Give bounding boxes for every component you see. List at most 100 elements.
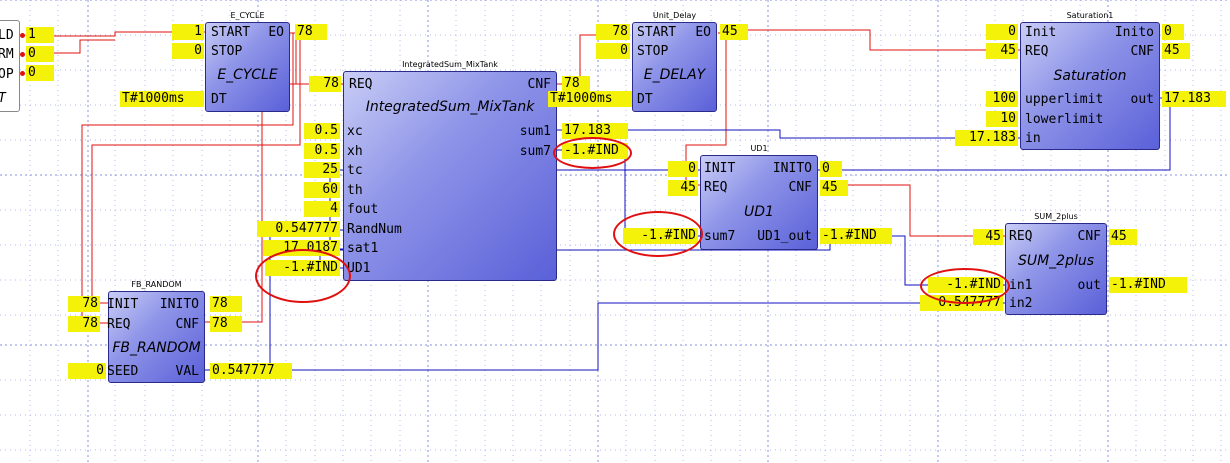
- fb-type-name: Saturation: [1053, 68, 1127, 84]
- pin-out: out: [1130, 92, 1154, 107]
- value-randnum[interactable]: 0.547777: [257, 221, 340, 237]
- fb-type-name: IntegratedSum_MixTank: [365, 99, 535, 115]
- value-in[interactable]: 17.183: [955, 130, 1018, 146]
- pin-req: REQ: [349, 77, 373, 92]
- value-inito[interactable]: 0: [820, 161, 842, 177]
- pin-randnum: RandNum: [347, 222, 402, 237]
- value-stop[interactable]: 0: [172, 43, 204, 59]
- left-stub-block[interactable]: LD RM OP T: [0, 20, 20, 112]
- fb-instance-name: Saturation1: [1066, 11, 1114, 20]
- event-port-dot[interactable]: [20, 71, 25, 76]
- value-stop[interactable]: 0: [596, 43, 630, 59]
- pin-eo: EO: [268, 25, 284, 40]
- value-init[interactable]: 0: [668, 161, 698, 177]
- fb-ud1[interactable]: UD1 INIT INITO REQ CNF UD1 sum7 UD1_out: [700, 144, 818, 250]
- value-start[interactable]: 78: [596, 24, 630, 40]
- pin-ud1: UD1: [347, 261, 371, 276]
- pin-xc: xc: [347, 124, 363, 139]
- fb-instance-name: Unit_Delay: [652, 11, 697, 20]
- pin-th: th: [347, 183, 363, 198]
- pin-inito: Inito: [1114, 25, 1154, 40]
- pin-upperlimit: upperlimit: [1025, 92, 1104, 107]
- value-eo[interactable]: 45: [720, 24, 748, 40]
- value-dt[interactable]: T#1000ms: [120, 91, 204, 107]
- value-out[interactable]: 17.183: [1162, 91, 1226, 107]
- fb-saturation1[interactable]: Saturation1 Init Inito REQ CNF Saturatio…: [1020, 11, 1160, 150]
- stub-value-rm[interactable]: 0: [26, 46, 54, 62]
- fb-type-name: SUM_2plus: [1017, 253, 1095, 269]
- fb-e-cycle[interactable]: E_CYCLE START STOP EO E_CYCLE DT: [205, 11, 290, 112]
- event-port-dot[interactable]: [20, 33, 25, 38]
- value-cnf[interactable]: 45: [1109, 229, 1137, 245]
- pin-cnf: CNF: [788, 180, 812, 195]
- event-port-dot[interactable]: [20, 52, 25, 57]
- value-tc[interactable]: 25: [304, 162, 340, 178]
- pin-ud1-out: UD1_out: [757, 229, 812, 244]
- fb-type-name: UD1: [744, 204, 774, 220]
- annotation-circle-sum2plus-in1: [920, 268, 1010, 304]
- value-lowerlimit[interactable]: 10: [986, 111, 1018, 127]
- value-eo[interactable]: 78: [295, 24, 327, 40]
- value-inito[interactable]: 78: [210, 296, 242, 312]
- value-cnf[interactable]: 78: [210, 316, 242, 332]
- pin-dt: DT: [637, 92, 653, 107]
- value-dt[interactable]: T#1000ms: [548, 91, 632, 107]
- pin-in2: in2: [1009, 296, 1033, 311]
- value-start[interactable]: 1: [172, 24, 204, 40]
- value-inito[interactable]: 0: [1162, 24, 1184, 40]
- value-val[interactable]: 0.547777: [210, 363, 292, 379]
- pin-sum7: sum7: [704, 229, 736, 244]
- value-req[interactable]: 45: [973, 229, 1003, 245]
- value-req[interactable]: 45: [668, 180, 698, 196]
- pin-inito: INITO: [772, 161, 812, 176]
- fb-unit-delay[interactable]: Unit_Delay START STOP EO E_DELAY DT: [632, 11, 717, 112]
- annotation-circle-ud1-sum7: [613, 211, 703, 257]
- value-cnf[interactable]: 78: [562, 76, 590, 92]
- stub-pin-ld: LD: [0, 28, 14, 43]
- annotation-circle-mixtank-ud1: [255, 249, 351, 303]
- stub-value-op[interactable]: 0: [26, 65, 54, 81]
- stub-pin-op: OP: [0, 67, 14, 82]
- value-init[interactable]: 78: [68, 296, 100, 312]
- value-xc[interactable]: 0.5: [304, 123, 340, 139]
- value-seed[interactable]: 0: [68, 363, 106, 379]
- annotation-circle-sum7: [553, 137, 632, 169]
- fb-random[interactable]: FB_RANDOM INIT INITO REQ CNF FB_RANDOM S…: [107, 280, 205, 383]
- pin-inito: INITO: [159, 297, 199, 312]
- fb-instance-name: SUM_2plus: [1034, 212, 1078, 221]
- fb-instance-name: FB_RANDOM: [131, 280, 182, 289]
- pin-cnf: CNF: [1130, 44, 1154, 59]
- fb-instance-name: IntegratedSum_MixTank: [402, 60, 498, 69]
- fb-integratedsum-mixtank[interactable]: IntegratedSum_MixTank REQ CNF Integrated…: [343, 60, 557, 281]
- value-req[interactable]: 45: [986, 43, 1018, 59]
- value-ud1-out[interactable]: -1.#IND: [820, 228, 892, 244]
- fb-sum-2plus[interactable]: SUM_2plus REQ CNF SUM_2plus in1 out in2: [1005, 212, 1107, 315]
- pin-xh: xh: [347, 144, 363, 159]
- value-req[interactable]: 78: [309, 76, 341, 92]
- pin-sum7: sum7: [519, 144, 551, 159]
- pin-init: Init: [1025, 25, 1057, 40]
- pin-req: REQ: [1025, 44, 1049, 59]
- value-fout[interactable]: 4: [304, 201, 340, 217]
- value-th[interactable]: 60: [304, 182, 340, 198]
- pin-sum1: sum1: [519, 124, 551, 139]
- pin-sat1: sat1: [347, 241, 379, 256]
- stub-value-ld[interactable]: 1: [26, 27, 54, 43]
- pin-in: in: [1025, 131, 1041, 146]
- fb-instance-name: UD1: [750, 144, 768, 153]
- value-out[interactable]: -1.#IND: [1109, 277, 1187, 293]
- fb-type-name: FB_RANDOM: [112, 340, 201, 356]
- value-req[interactable]: 78: [68, 316, 100, 332]
- value-upperlimit[interactable]: 100: [986, 91, 1018, 107]
- value-cnf[interactable]: 45: [1162, 43, 1190, 59]
- value-sum1[interactable]: 17.183: [562, 123, 628, 139]
- pin-init: INIT: [107, 297, 139, 312]
- pin-lowerlimit: lowerlimit: [1025, 112, 1104, 127]
- value-init[interactable]: 0: [986, 24, 1018, 40]
- value-cnf[interactable]: 45: [820, 180, 848, 196]
- pin-out: out: [1077, 278, 1101, 293]
- pin-req: REQ: [704, 180, 728, 195]
- value-xh[interactable]: 0.5: [304, 143, 340, 159]
- stub-pin-t: T: [0, 91, 6, 107]
- pin-start: START: [637, 25, 677, 40]
